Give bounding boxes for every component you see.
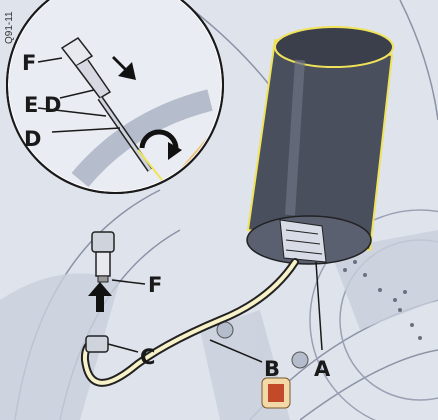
label-f-main: F xyxy=(148,273,162,297)
label-d: D xyxy=(24,127,41,151)
hose-connector xyxy=(86,336,108,352)
figure-code: Q91-11 xyxy=(4,11,15,44)
label-e: E xyxy=(24,93,38,117)
wheel-center-badge xyxy=(262,378,290,408)
label-b: B xyxy=(264,357,280,381)
valve-stem xyxy=(92,232,114,282)
label-c: C xyxy=(140,345,155,369)
label-d-top: D xyxy=(44,93,61,117)
label-f-inset: F xyxy=(22,51,36,75)
label-a: A xyxy=(314,357,331,381)
